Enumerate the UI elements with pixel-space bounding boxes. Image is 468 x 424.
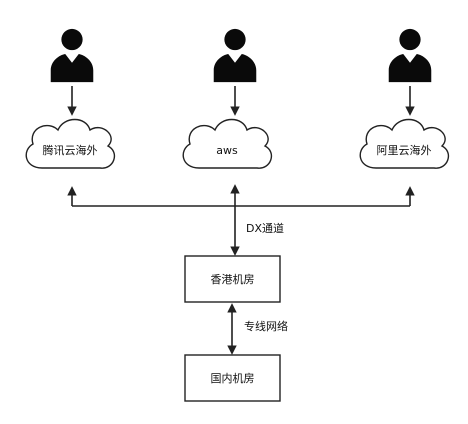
box-domestic: 国内机房 (184, 354, 281, 402)
cloud-tencent-label: 腾讯云海外 (43, 143, 98, 157)
user-icon-aliyun (388, 28, 432, 83)
dx-channel-label: DX通道 (246, 221, 284, 235)
dedicated-line-label: 专线网络 (244, 319, 288, 333)
user-icon-aws (213, 28, 257, 83)
cloud-tencent: 腾讯云海外 (25, 118, 116, 169)
box-hk: 香港机房 (184, 255, 281, 303)
cloud-aws: aws (182, 118, 273, 169)
box-domestic-label: 国内机房 (211, 371, 255, 385)
box-hk-label: 香港机房 (211, 272, 255, 286)
cloud-aws-label: aws (216, 144, 238, 157)
user-icon-tencent (50, 28, 94, 83)
cloud-aliyun: 阿里云海外 (359, 118, 450, 169)
cloud-aliyun-label: 阿里云海外 (377, 143, 432, 157)
